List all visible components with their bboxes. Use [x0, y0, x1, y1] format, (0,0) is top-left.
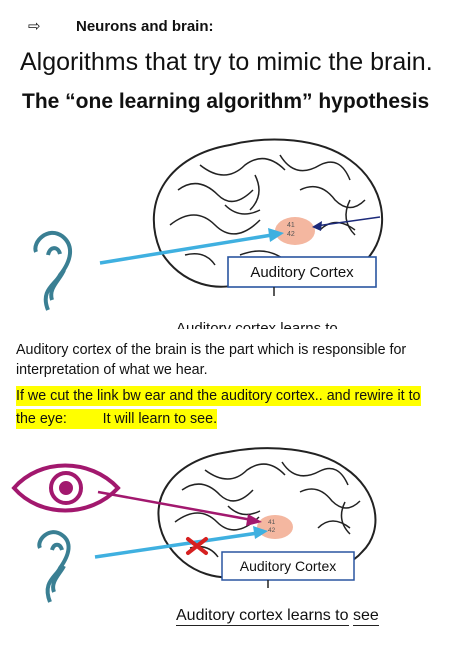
explanation-text: Auditory cortex of the brain is the part…	[16, 342, 407, 378]
eye-icon	[11, 463, 121, 513]
nerve-arrow	[312, 216, 381, 231]
caption-part-2: see	[352, 607, 379, 626]
figure2-caption: Auditory cortex learns to see	[176, 607, 379, 626]
area-41-label: 41	[287, 222, 295, 229]
ear-icon	[33, 230, 72, 311]
auditory-cortex-label-box	[227, 256, 377, 288]
highlighted-text-line-2: the eye: It will learn to see.	[16, 409, 218, 429]
caption-part-1: Auditory cortex learns to	[176, 607, 349, 626]
signal-arrow	[99, 228, 284, 265]
ear-icon	[37, 530, 71, 603]
brain-figure-hearing: 41 42 Auditory Cortex	[33, 138, 384, 311]
auditory-cortex-label: Auditory Cortex	[250, 264, 354, 281]
auditory-cortex-region	[257, 515, 293, 539]
cut-mark-icon	[186, 537, 208, 555]
highlighted-text-line-1: If we cut the link bw ear and the audito…	[16, 386, 421, 406]
brain-illustration	[157, 447, 377, 579]
page-title: Algorithms that try to mimic the brain.	[20, 48, 433, 76]
ear-signal-arrow	[94, 526, 268, 559]
area-42-label: 42	[268, 527, 276, 534]
area-42-label: 42	[287, 231, 295, 238]
brain-figure-rewire: 41 42 Auditory Cortex	[11, 447, 377, 603]
auditory-cortex-region	[275, 217, 315, 245]
topic-heading: Neurons and brain:	[76, 18, 214, 35]
eye-signal-arrow	[97, 490, 262, 526]
figure1-caption: Auditory cortex learns to	[176, 320, 338, 329]
arrow-outline-icon: ⇨	[28, 18, 41, 35]
brain-illustration	[152, 138, 384, 288]
hypothesis-heading: The “one learning algorithm” hypothesis	[22, 90, 430, 113]
auditory-cortex-label-box	[221, 551, 355, 581]
area-41-label: 41	[268, 519, 276, 526]
auditory-cortex-label: Auditory Cortex	[240, 558, 336, 574]
